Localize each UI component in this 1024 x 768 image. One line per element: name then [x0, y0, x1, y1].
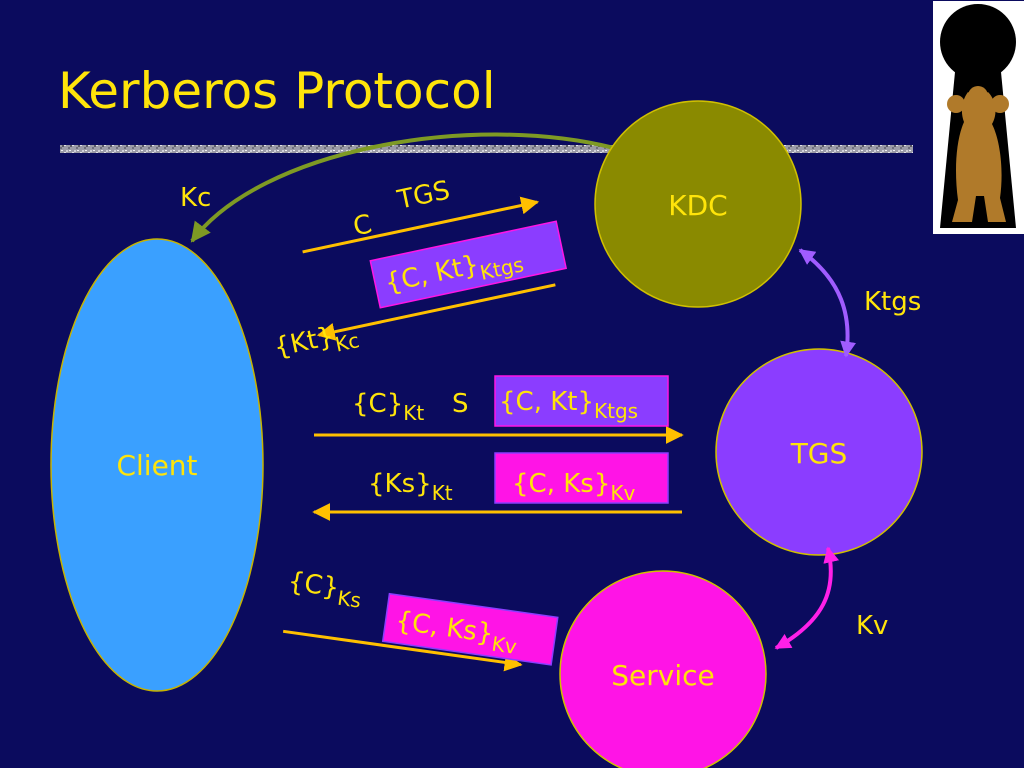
message-3-ticket-box	[494, 375, 669, 427]
kdc-node	[594, 100, 802, 308]
kdc-label: KDC	[668, 189, 727, 222]
message-5: {C}Ks {C, Ks}Kv	[282, 567, 559, 672]
message-3-ticket: {C, Kt}Ktgs	[499, 387, 638, 423]
service-label: Service	[611, 659, 714, 692]
kc-key-arrow	[190, 132, 615, 243]
kv-label: Kv	[856, 611, 888, 641]
message-4-ticket-box	[494, 452, 669, 504]
message-2-kt: {Kt}Kc	[271, 316, 361, 369]
message-1-c: C	[351, 209, 375, 242]
title-rule	[60, 145, 913, 153]
message-5-c: {C}Ks	[285, 567, 364, 613]
service-node	[559, 570, 767, 768]
cerberus-keyhole-icon	[933, 1, 1024, 234]
ktgs-label: Ktgs	[864, 287, 921, 317]
message-2-arrow	[316, 283, 556, 341]
message-3-s: S	[452, 389, 469, 419]
message-1-tgs: TGS	[394, 175, 453, 215]
message-1-arrow	[302, 196, 540, 254]
message-4-ticket: {C, Ks}Kv	[512, 469, 635, 505]
client-label: Client	[116, 449, 197, 482]
client-node	[50, 238, 264, 692]
message-2-ticket-box	[369, 220, 568, 309]
message-3: {C}Kt S {C, Kt}Ktgs	[314, 375, 684, 444]
tgs-label: TGS	[790, 437, 848, 470]
ktgs-key-arrow	[798, 248, 857, 358]
kc-label: Kc	[180, 183, 211, 213]
message-4-ks: {Ks}Kt	[368, 469, 453, 505]
slide-title: Kerberos Protocol	[58, 62, 496, 120]
message-5-arrow	[282, 629, 523, 672]
message-2: {Kt}Kc {C, Kt}Ktgs	[271, 220, 568, 369]
kv-key-arrow	[774, 546, 839, 650]
message-3-c: {C}Kt	[352, 389, 424, 425]
message-4: {Ks}Kt {C, Ks}Kv	[312, 452, 682, 521]
message-5-ticket-box	[381, 592, 559, 666]
